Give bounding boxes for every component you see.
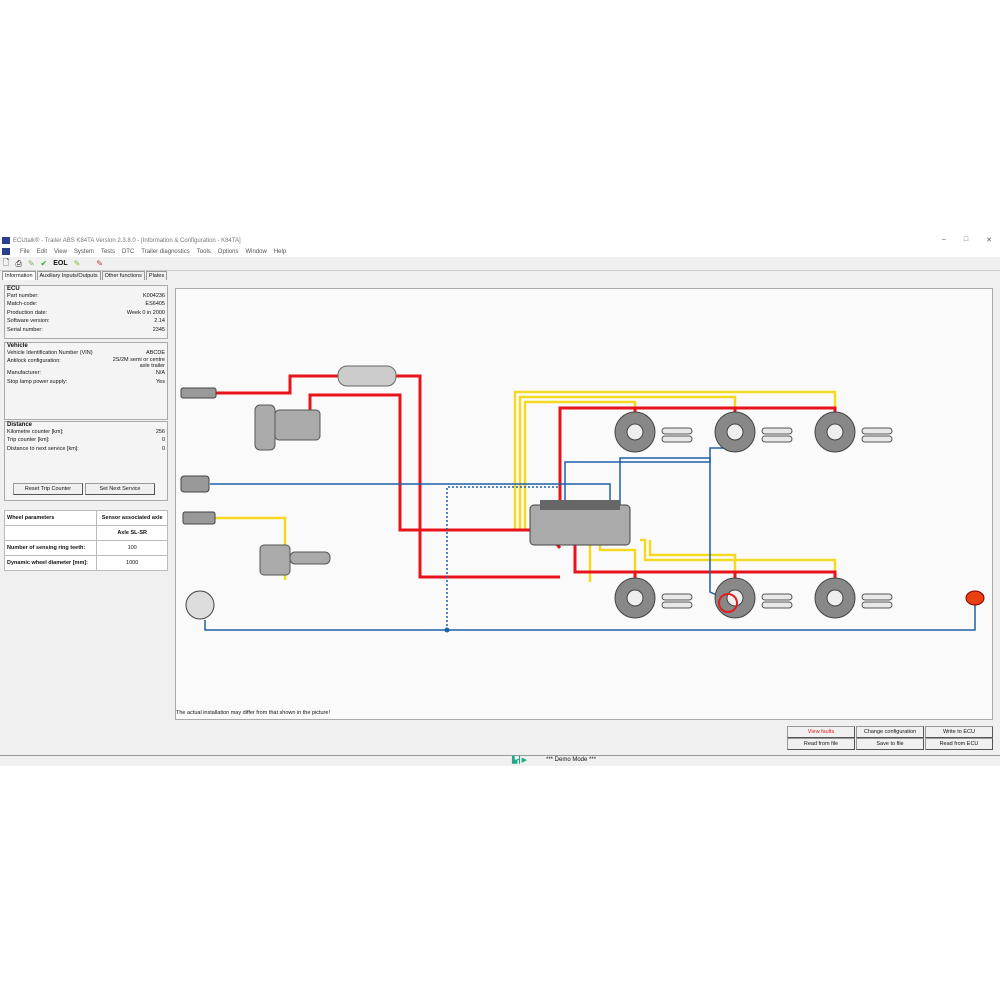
diameter-label: Dynamic wheel diameter [mm]: [3, 555, 98, 571]
distance-row: Kilometre counter [km]:256 [7, 429, 165, 435]
pen-icon[interactable]: ✎ [27, 259, 35, 268]
valves [254, 404, 331, 576]
vehicle-row: Antilock configuration:2S/2M semi or cen… [7, 357, 165, 370]
menu-tools[interactable]: Tools [196, 248, 211, 255]
pen-check-icon[interactable]: ✎ [73, 259, 81, 268]
menu-tests[interactable]: Tests [100, 248, 115, 255]
yellow-lines [215, 390, 837, 582]
reset-trip-counter-button[interactable]: Reset Trip Counter [13, 483, 83, 495]
distance-row: Distance to next service [km]:0 [7, 445, 165, 452]
vehicle-title: Vehicle [7, 343, 28, 349]
junction-dot [444, 627, 450, 633]
menu-dtc[interactable]: DTC [121, 248, 135, 255]
read-from-ecu-button[interactable]: Read from ECU [925, 738, 993, 750]
wheels [614, 411, 856, 619]
tab-other-functions[interactable]: Other functions [101, 271, 145, 280]
tab-bar: Information Auxiliary Inputs/Outputs Oth… [2, 271, 168, 280]
diameter-value: 1000 [96, 555, 168, 571]
save-to-file-button[interactable]: Save to file [856, 738, 924, 750]
brake-chambers [661, 427, 893, 609]
tab-information[interactable]: Information [2, 271, 36, 280]
diagram-note: The actual installation may differ from … [176, 710, 330, 716]
read-from-file-button[interactable]: Read from file [787, 738, 855, 750]
menu-file[interactable]: File [20, 248, 30, 255]
tool-icon[interactable]: ✎ [96, 259, 104, 268]
view-faults-button[interactable]: View faults [787, 726, 855, 738]
ecu-title: ECU [7, 286, 20, 292]
ecu-group: ECU Part number:K004236 Match-code:ES640… [4, 285, 168, 339]
title-bar: ECUtalk® - Trailer ABS K84TA Version 2.3… [0, 235, 1000, 246]
menu-edit[interactable]: Edit [36, 248, 48, 255]
check-icon[interactable]: ✔ [40, 259, 48, 268]
menu-bar: File Edit View System Tests DTC Trailer … [0, 246, 1000, 257]
doc-icon [2, 248, 10, 255]
write-to-ecu-button[interactable]: Write to ECU [925, 726, 993, 738]
status-bar: ▙┫▶ *** Demo Mode *** [0, 755, 1000, 766]
tab-plates[interactable]: Plates [145, 271, 168, 280]
app-window: ECUtalk® - Trailer ABS K84TA Version 2.3… [0, 235, 1000, 766]
warning-lamp [965, 590, 985, 606]
close-button[interactable]: ✕ [986, 237, 992, 244]
minimize-button[interactable]: – [941, 236, 946, 243]
set-next-service-button[interactable]: Set Next Service [85, 483, 155, 495]
ecu-row: Software version:2.14 [7, 318, 165, 325]
menu-help[interactable]: Help [273, 248, 287, 255]
change-configuration-button[interactable]: Change configuration [856, 726, 924, 738]
ecu-row: Match-code:ES6405 [7, 301, 165, 308]
connection-icon: ▙┫▶ [512, 757, 527, 764]
menu-options[interactable]: Options [217, 248, 239, 255]
toolbar: 🗋 ⎙ ✎ ✔ EOL ✎ ✎ [0, 257, 1000, 271]
eol-button[interactable]: EOL [53, 260, 68, 267]
ecu-row: Production date:Week 0 in 2000 [7, 309, 165, 316]
vehicle-row: Vehicle Identification Number (VIN)ABCDE [7, 350, 165, 356]
vehicle-row: Manufacturer:N/A [7, 370, 165, 377]
distance-title: Distance [7, 422, 33, 428]
menu-system[interactable]: System [73, 248, 94, 255]
fault-marker [718, 593, 738, 613]
ecu-row: Part number:K004236 [7, 293, 165, 299]
modulator [529, 500, 631, 546]
tab-auxiliary[interactable]: Auxiliary Inputs/Outputs [36, 271, 101, 280]
menu-trailer-diagnostics[interactable]: Trailer diagnostics [141, 248, 190, 255]
app-icon [2, 237, 10, 244]
vehicle-group: Vehicle Vehicle Identification Number (V… [4, 342, 168, 420]
print-icon[interactable]: ⎙ [15, 258, 22, 268]
connectors [180, 387, 217, 620]
new-icon[interactable]: 🗋 [3, 257, 10, 267]
menu-window[interactable]: Window [245, 248, 267, 255]
menu-view[interactable]: View [54, 248, 67, 255]
distance-row: Trip counter [km]:0 [7, 437, 165, 444]
air-tank [337, 365, 397, 387]
maximize-button[interactable]: □ [963, 236, 969, 243]
distance-group: Distance Kilometre counter [km]:256 Trip… [4, 421, 168, 501]
ecu-row: Serial number:2345 [7, 326, 165, 333]
vehicle-row: Stop lamp power supply:Yes [7, 378, 165, 385]
window-title: ECUtalk® - Trailer ABS K84TA Version 2.3… [13, 237, 241, 244]
demo-mode-status: *** Demo Mode *** [546, 757, 597, 763]
